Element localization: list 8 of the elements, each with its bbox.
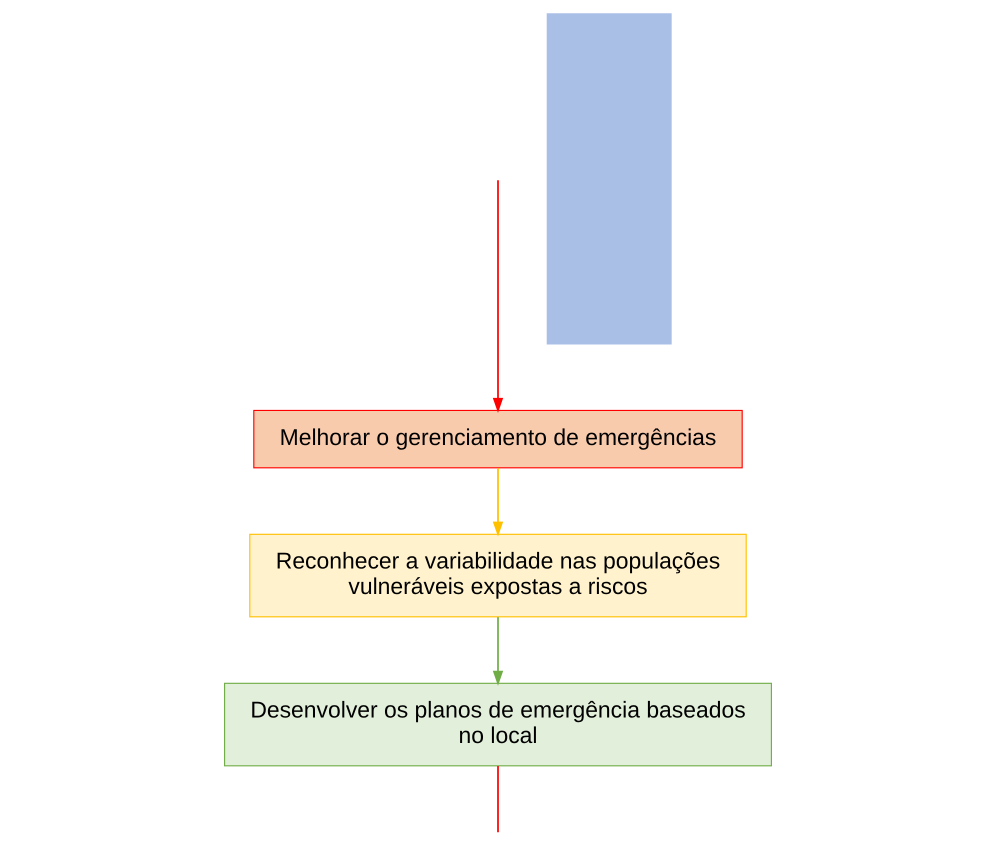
node-box bbox=[546, 12, 672, 344]
node-box: Reconhecer a variabilidade nas populações vulneráveis expostas a riscos bbox=[248, 533, 746, 617]
arrow bbox=[492, 468, 503, 536]
node-box: Desenvolver os planos de emergência baseados no local bbox=[224, 682, 772, 766]
connector bbox=[496, 766, 498, 832]
node-box: Melhorar o gerenciamento de emergências bbox=[252, 409, 742, 468]
arrow bbox=[492, 616, 503, 686]
arrow bbox=[492, 180, 503, 412]
